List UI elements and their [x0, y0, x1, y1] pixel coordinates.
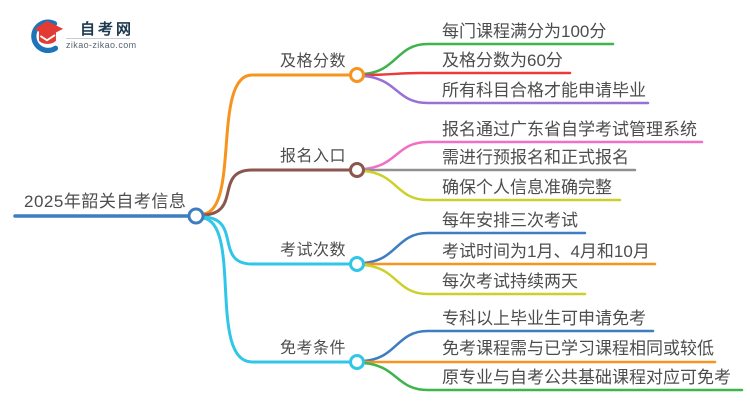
leaf-label: 免考课程需与已学习课程相同或较低	[442, 339, 714, 358]
leaf-label: 及格分数为60分	[442, 51, 563, 70]
branch-node-circle	[349, 354, 365, 370]
leaf-label: 需进行预报名和正式报名	[442, 148, 629, 167]
branch-label-registration: 报名入口	[279, 148, 346, 165]
graduation-cap-icon	[31, 19, 64, 53]
branch-node-circle	[349, 256, 365, 272]
leaf-label: 每次考试持续两天	[442, 272, 578, 291]
leaf-label: 专科以上毕业生可申请免考	[442, 309, 646, 328]
leaf-label: 所有科目合格才能申请毕业	[442, 81, 646, 100]
branch-label-passing-score: 及格分数	[279, 53, 346, 70]
root-node-label: 2025年韶关自考信息	[24, 192, 187, 211]
branch-node-circle	[349, 162, 365, 178]
leaf-label: 确保个人信息准确完整	[442, 178, 612, 197]
logo-title: 自考网	[80, 21, 135, 38]
leaf-label: 考试时间为1月、4月和10月	[442, 242, 650, 261]
leaf-label: 每年安排三次考试	[442, 211, 578, 230]
branch-connector-passing-score	[201, 73, 352, 216]
branch-connector-registration	[201, 168, 352, 217]
branch-label-exam-times: 考试次数	[279, 242, 346, 259]
logo-divider	[66, 38, 130, 39]
leaf-label: 原专业与自考公共基础课程对应可免考	[442, 368, 731, 387]
branch-label-exemption: 免考条件	[279, 340, 346, 357]
leaf-label: 每门课程满分为100分	[442, 22, 607, 41]
logo-subtitle: zikao-zikao.com	[66, 40, 137, 50]
leaf-line	[362, 71, 572, 77]
root-node-circle	[187, 207, 205, 225]
branch-node-circle	[349, 67, 365, 83]
leaf-label: 报名通过广东省自学考试管理系统	[442, 120, 697, 139]
logo[interactable]: 自考网 zikao-zikao.com	[28, 14, 178, 58]
